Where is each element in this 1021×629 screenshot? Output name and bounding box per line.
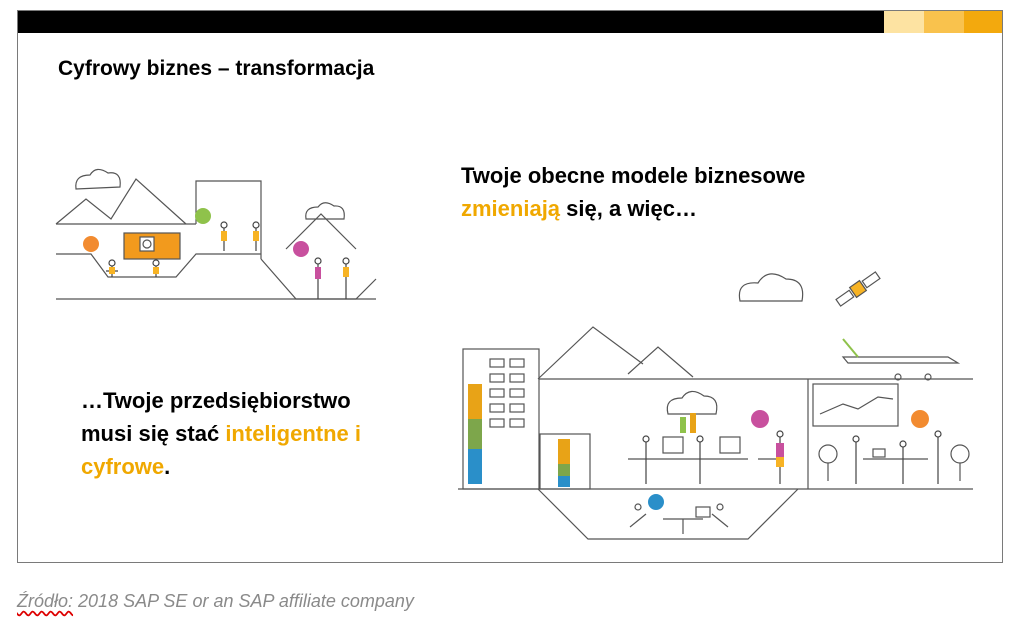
airplane-icon [841,338,961,381]
statement-1-line-2: zmieniają się, a więc… [461,192,805,225]
statement-2-line-1: …Twoje przedsiębiorstwo [81,388,351,413]
cloud-icon [738,273,804,302]
source-text: 2018 SAP SE or an SAP affiliate company [73,591,414,611]
cloud-icon [666,390,718,415]
cloud-icon [75,168,121,190]
statement-1-line-2-rest: się, a więc… [560,196,698,221]
accent-segment-1 [884,11,924,33]
left-office-illustration [55,159,377,300]
accent-segment-2 [924,11,964,33]
accent-segment-3 [964,11,1002,33]
statement-block-2: …Twoje przedsiębiorstwo musi się stać in… [81,384,361,483]
statement-block-1: Twoje obecne modele biznesowe zmieniają … [461,159,805,225]
speech-bubble-icon [648,494,664,510]
speech-bubble-icon [751,410,769,428]
tree-icon [950,444,970,481]
statement-2-line-3-rest: . [164,454,171,479]
statement-2-line-2-plain: musi się stać [81,421,226,446]
tree-icon [818,444,838,481]
cloud-icon [305,202,345,220]
speech-bubble-icon [293,241,309,257]
highlight-word: zmieniają [461,196,561,221]
slide: Cyfrowy biznes – transformacja [17,10,1003,563]
source-label: Źródło: [17,591,74,611]
speech-bubble-icon [83,236,99,252]
statement-2-line-3: cyfrowe. [81,450,361,483]
highlight-phrase: inteligentne i [225,421,361,446]
statement-2-line-2: musi się stać inteligentne i [81,417,361,450]
slide-title: Cyfrowy biznes – transformacja [58,57,375,80]
highlight-word: cyfrowe [81,454,165,479]
statement-1-line-1: Twoje obecne modele biznesowe [461,163,806,188]
speech-bubble-icon [195,208,211,224]
top-bar [18,11,1002,33]
speech-bubble-icon [911,410,929,428]
source-caption: Źródło: 2018 SAP SE or an SAP affiliate … [17,591,414,612]
satellite-icon [835,271,881,307]
right-city-illustration [458,259,973,544]
